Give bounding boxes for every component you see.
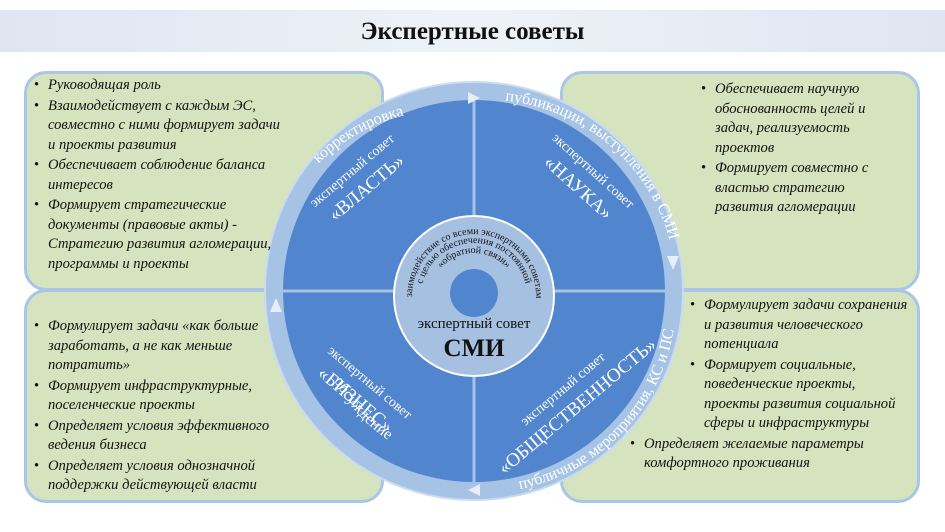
- page-title: Экспертные советы: [360, 18, 585, 45]
- list-item: Формирует совместно с властью стратегию …: [701, 159, 901, 218]
- panel-bottom-right-list: Формулирует задачи сохранения и развития…: [630, 296, 908, 475]
- list-item: Определяет условия эффективного ведения …: [34, 417, 296, 456]
- council-media-caption: экспертный совет: [418, 316, 531, 332]
- list-item: Формулирует задачи «как больше заработат…: [34, 317, 296, 376]
- ring-arrow-left: [270, 298, 282, 312]
- outer-ring-edge: [264, 81, 684, 501]
- council-media-name: СМИ: [443, 335, 505, 362]
- list-item: Формирует социальные, поведенческие прое…: [690, 356, 908, 434]
- panel-top-left-list: Руководящая роль Взаимодействует с кажды…: [34, 76, 284, 275]
- list-item: Формирует инфраструктурные, поселенчески…: [34, 377, 296, 416]
- list-item: Обеспечивает соблюдение баланса интересо…: [34, 156, 284, 195]
- panel-top-right-list: Обеспечивает научную обоснованность целе…: [701, 80, 901, 219]
- panel-bottom-left-list: Формулирует задачи «как больше заработат…: [34, 317, 296, 497]
- ring-arrow-right: [667, 256, 679, 270]
- ring-arrow-bottom: [468, 484, 480, 496]
- list-item: Руководящая роль: [34, 76, 284, 96]
- center-core: [450, 269, 498, 317]
- list-item: Обеспечивает научную обоснованность целе…: [701, 80, 901, 158]
- list-item: Определяет желаемые параметры комфортног…: [630, 435, 914, 474]
- ring-arrow-top: [468, 92, 480, 104]
- list-item: Взаимодействует с каждым ЭС, совместно с…: [34, 97, 284, 156]
- list-item: Формулирует задачи сохранения и развития…: [690, 296, 908, 355]
- list-item: Формирует стратегические документы (прав…: [34, 196, 284, 274]
- list-item: Определяет условия однозначной поддержки…: [34, 457, 296, 496]
- title-band: [0, 10, 945, 52]
